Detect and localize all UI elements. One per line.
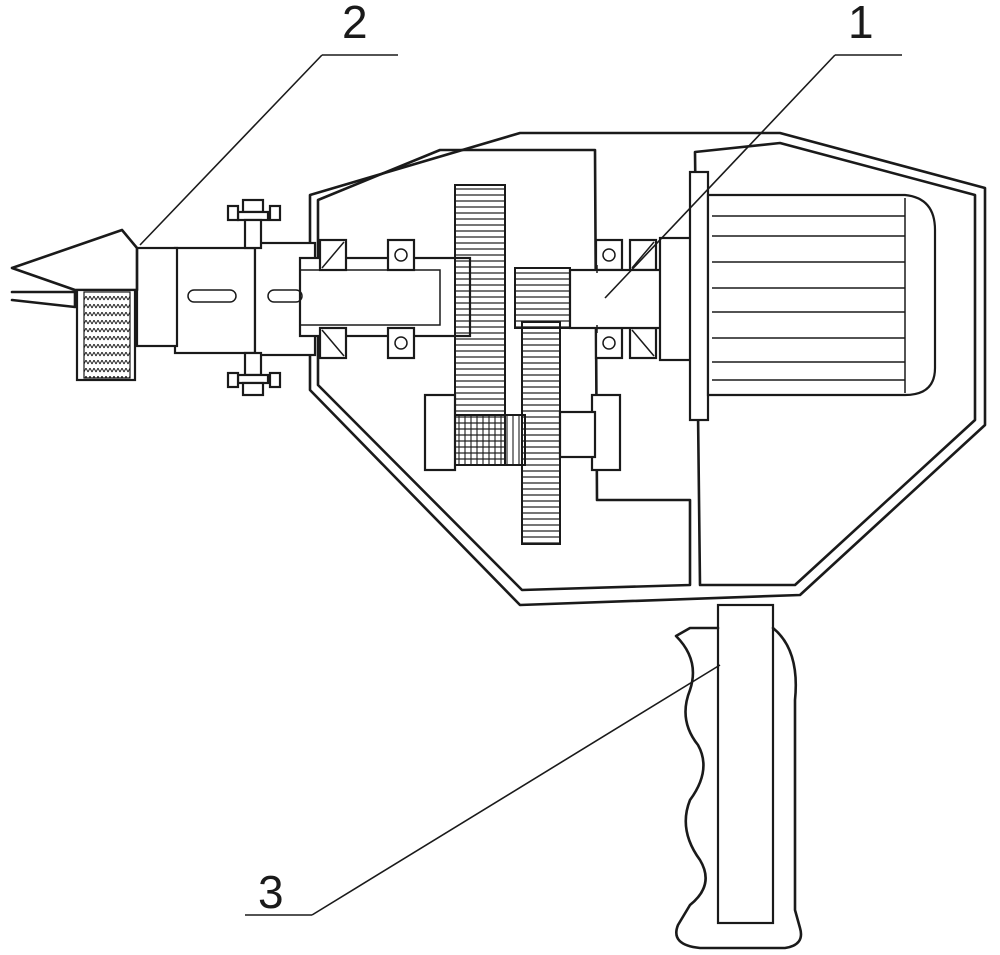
- label-part-3: 3: [258, 866, 284, 918]
- motor: [690, 172, 935, 420]
- label-part-2: 2: [342, 0, 368, 48]
- large-gear-lower: [522, 322, 560, 544]
- jaw-tool-head: [12, 230, 177, 380]
- pinion-gear: [515, 268, 570, 328]
- label-part-1: 1: [848, 0, 874, 48]
- handle: [676, 605, 801, 948]
